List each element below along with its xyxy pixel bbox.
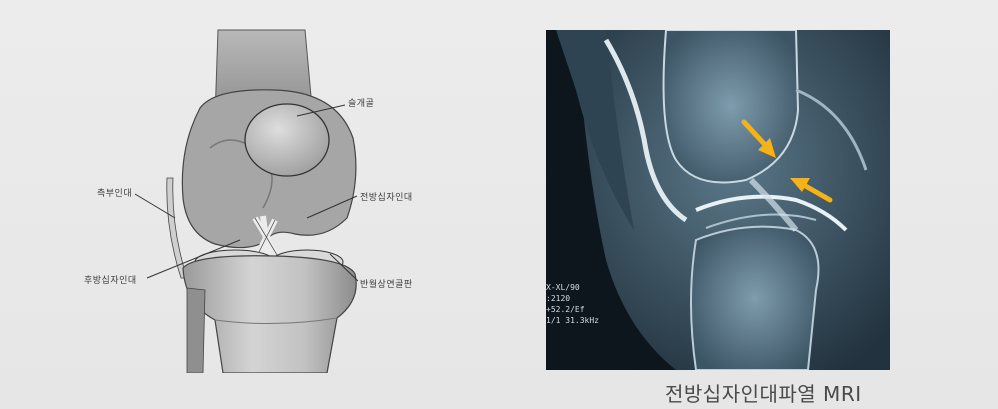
mri-image: X-XL/90 :2120 +52.2/Ef 1/1 31.3kHz: [546, 30, 890, 370]
mri-text-line: :2120: [546, 293, 599, 304]
label-meniscus: 반월상연골판: [360, 277, 413, 290]
mri-caption: 전방십자인대파열 MRI: [665, 378, 862, 407]
mri-text-line: X-XL/90: [546, 282, 599, 293]
mri-tibia: [691, 227, 819, 370]
label-patella: 슬개골: [348, 96, 374, 109]
label-pcl: 후방십자인대: [84, 273, 137, 286]
mri-text-line: 1/1 31.3kHz: [546, 315, 599, 326]
label-collateral-ligament: 측부인대: [97, 186, 132, 199]
mri-femur: [664, 30, 798, 183]
mri-parameter-overlay: X-XL/90 :2120 +52.2/Ef 1/1 31.3kHz: [546, 282, 599, 326]
mri-text-line: +52.2/Ef: [546, 304, 599, 315]
patella-bone: [245, 104, 329, 176]
fibula: [187, 288, 205, 373]
tibia: [183, 256, 356, 373]
label-acl: 전방십자인대: [360, 190, 413, 203]
